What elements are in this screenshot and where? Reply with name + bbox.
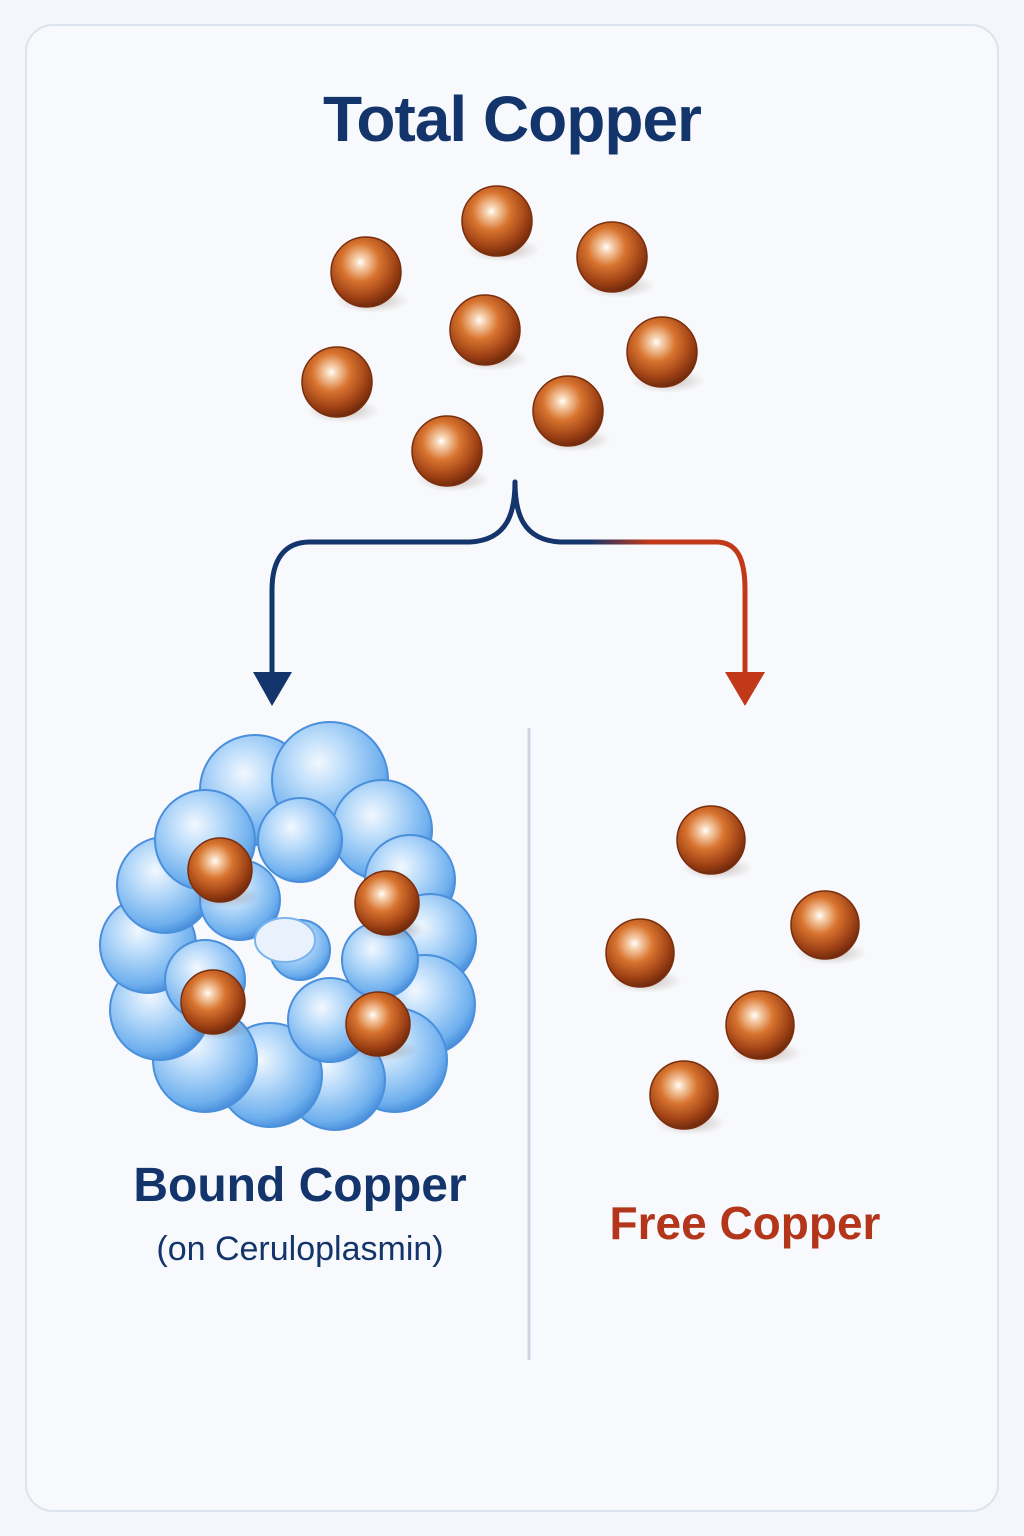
label-free-copper: Free Copper — [609, 1197, 881, 1249]
bound-copper-atom-2 — [354, 870, 427, 941]
free-copper-atom-3 — [605, 918, 682, 993]
split-arrows — [253, 479, 765, 706]
label-bound-sublabel: (on Ceruloplasmin) — [156, 1230, 444, 1268]
total-copper-cluster — [301, 185, 705, 492]
copper-atom-6 — [301, 346, 380, 423]
copper-atom-3 — [576, 221, 655, 298]
copper-atom-4 — [449, 294, 528, 371]
copper-atom-5 — [626, 316, 705, 393]
bound-copper-atoms — [180, 837, 427, 1062]
free-copper-atom-2 — [790, 890, 867, 965]
title-total-copper: Total Copper — [323, 83, 702, 155]
brace-right-arrow — [512, 479, 748, 675]
bound-copper-atom-1 — [187, 837, 260, 908]
label-bound-copper: Bound Copper — [133, 1159, 467, 1212]
arrow-head-left — [253, 672, 292, 706]
arrow-head-right — [725, 672, 765, 706]
free-copper-atoms — [605, 805, 867, 1135]
copper-atom-7 — [532, 375, 611, 452]
protein-lobe — [257, 797, 343, 883]
bound-copper-atom-4 — [345, 991, 418, 1062]
free-copper-atom-1 — [676, 805, 753, 880]
diagram-card — [25, 24, 999, 1512]
bound-copper-atom-3 — [180, 969, 253, 1040]
free-copper-atom-4 — [725, 990, 802, 1065]
copper-atom-8 — [411, 415, 490, 492]
brace-left-arrow — [269, 479, 518, 675]
copper-atom-2 — [330, 236, 409, 313]
copper-atom-1 — [461, 185, 540, 262]
free-copper-atom-5 — [649, 1060, 726, 1135]
protein-cavity — [254, 917, 316, 963]
